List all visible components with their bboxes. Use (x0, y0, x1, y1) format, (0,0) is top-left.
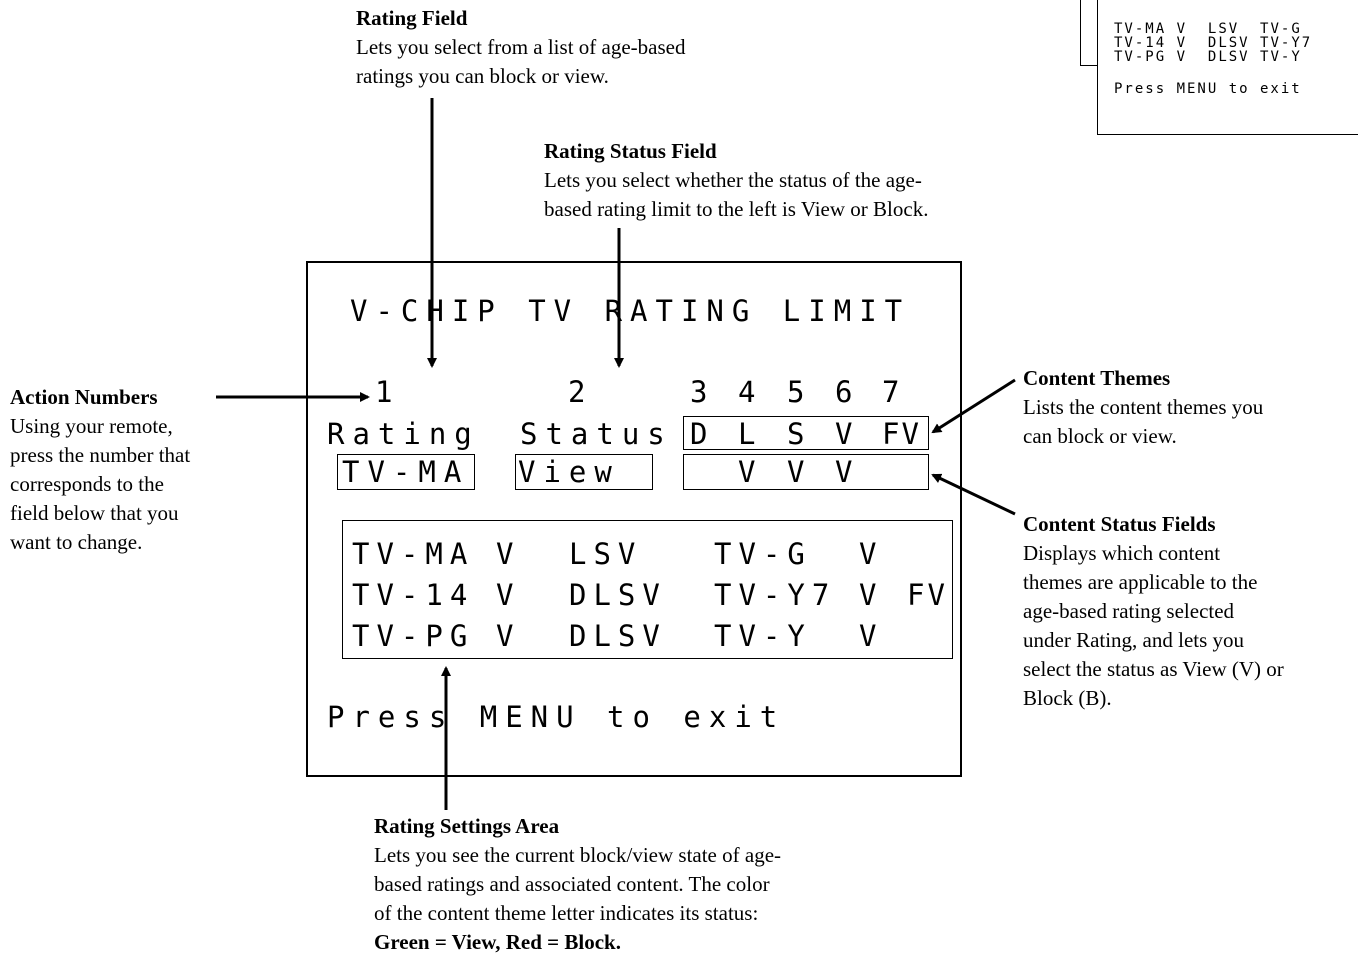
settings-view: V (859, 619, 884, 653)
rating-settings-area-annotation: Rating Settings Area Lets you see the cu… (374, 812, 781, 957)
inset-bracket (1080, 0, 1098, 66)
content-theme-l: L (738, 417, 764, 451)
rating-settings-area-heading: Rating Settings Area (374, 814, 560, 838)
content-status-fields-desc-line: age-based rating selected (1023, 599, 1235, 623)
settings-rating: TV-MA (352, 537, 475, 571)
rating-settings-area-desc-line: based ratings and associated content. Th… (374, 872, 770, 896)
content-status-v[interactable]: V (835, 455, 861, 489)
exit-hint: Press MENU to exit (327, 700, 786, 734)
content-theme-v: V (835, 417, 861, 451)
settings-rating: TV-Y (714, 619, 812, 653)
rating-field-value: TV-MA (342, 455, 470, 489)
content-status-fields-desc-line: Block (B). (1023, 686, 1112, 710)
rating-field-desc-line: Lets you select from a list of age-based (356, 35, 686, 59)
action-numbers-desc-line: press the number that (10, 443, 191, 467)
content-status-s[interactable]: V (787, 455, 813, 489)
rating-label: Rating (327, 417, 480, 451)
status-label: Status (520, 417, 673, 451)
action-numbers-desc-line: Using your remote, (10, 414, 173, 438)
rating-status-field[interactable] (515, 454, 653, 490)
content-status-fields-annotation: Content Status Fields Displays which con… (1023, 510, 1284, 713)
settings-themes: FV (907, 578, 948, 612)
content-status-fields-arrow (931, 473, 1016, 516)
rating-field[interactable] (337, 454, 475, 490)
action-numbers-annotation: Action Numbers Using your remote, press … (10, 383, 190, 557)
rating-status-field-desc-line: based rating limit to the left is View o… (544, 197, 929, 221)
content-themes-arrow (931, 378, 1016, 434)
settings-themes: LSV (569, 537, 643, 571)
content-theme-s: S (787, 417, 813, 451)
content-status-fields-desc-line: select the status as View (V) or (1023, 657, 1284, 681)
settings-view: V (496, 578, 521, 612)
rating-field-heading: Rating Field (356, 6, 468, 30)
screen-title: V-CHIP TV RATING LIMIT (350, 294, 911, 328)
inset-screen-preview: TV-MA V LSV TV-G TV-14 V DLSV TV-Y7 TV-P… (1097, 0, 1358, 135)
action-number-2[interactable]: 2 (568, 375, 594, 409)
content-status-fields-heading: Content Status Fields (1023, 512, 1216, 536)
inset-row: TV-14 V DLSV TV-Y7 (1114, 35, 1313, 51)
rating-settings-area-desc-line: Lets you see the current block/view stat… (374, 843, 782, 867)
settings-rating: TV-Y7 (714, 578, 837, 612)
rating-status-field-value: View (518, 455, 620, 489)
action-number-5[interactable]: 5 (787, 375, 813, 409)
content-theme-d: D (690, 417, 716, 451)
content-status-fields-desc-line: under Rating, and lets you (1023, 628, 1245, 652)
content-themes-desc-line: Lists the content themes you (1023, 395, 1264, 419)
rating-status-field-annotation: Rating Status Field Lets you select whet… (544, 137, 928, 224)
rating-field-annotation: Rating Field Lets you select from a list… (356, 4, 685, 91)
rating-settings-area-legend: Green = View, Red = Block. (374, 930, 621, 954)
settings-view: V (859, 537, 884, 571)
action-number-4[interactable]: 4 (738, 375, 764, 409)
settings-themes: DLSV (569, 578, 667, 612)
rating-settings-area (342, 520, 953, 659)
action-number-1[interactable]: 1 (375, 375, 401, 409)
inset-exit-hint: Press MENU to exit (1114, 81, 1302, 97)
content-status-fields[interactable] (683, 454, 929, 490)
settings-view: V (859, 578, 884, 612)
inset-row: TV-PG V DLSV TV-Y (1114, 49, 1302, 65)
rating-status-field-heading: Rating Status Field (544, 139, 717, 163)
action-numbers-desc-line: corresponds to the (10, 472, 164, 496)
content-themes-box (683, 416, 929, 450)
content-theme-fv: FV (882, 417, 921, 451)
rating-status-field-desc-line: Lets you select whether the status of th… (544, 168, 922, 192)
content-themes-desc-line: can block or view. (1023, 424, 1177, 448)
action-number-7[interactable]: 7 (882, 375, 908, 409)
content-status-fields-desc-line: themes are applicable to the (1023, 570, 1258, 594)
settings-rating: TV-PG (352, 619, 475, 653)
settings-rating: TV-14 (352, 578, 475, 612)
content-status-fields-desc-line: Displays which content (1023, 541, 1221, 565)
action-numbers-desc-line: want to change. (10, 530, 143, 554)
settings-view: V (496, 537, 521, 571)
action-number-6[interactable]: 6 (835, 375, 861, 409)
action-numbers-heading: Action Numbers (10, 385, 158, 409)
action-numbers-desc-line: field below that you (10, 501, 179, 525)
settings-themes: DLSV (569, 619, 667, 653)
action-number-3[interactable]: 3 (690, 375, 716, 409)
content-status-l[interactable]: V (738, 455, 764, 489)
vchip-screen (306, 261, 962, 777)
settings-view: V (496, 619, 521, 653)
rating-field-desc-line: ratings you can block or view. (356, 64, 609, 88)
content-themes-annotation: Content Themes Lists the content themes … (1023, 364, 1263, 451)
inset-row: TV-MA V LSV TV-G (1114, 21, 1302, 37)
content-themes-heading: Content Themes (1023, 366, 1171, 390)
rating-settings-area-desc-line: of the content theme letter indicates it… (374, 901, 759, 925)
settings-rating: TV-G (714, 537, 812, 571)
